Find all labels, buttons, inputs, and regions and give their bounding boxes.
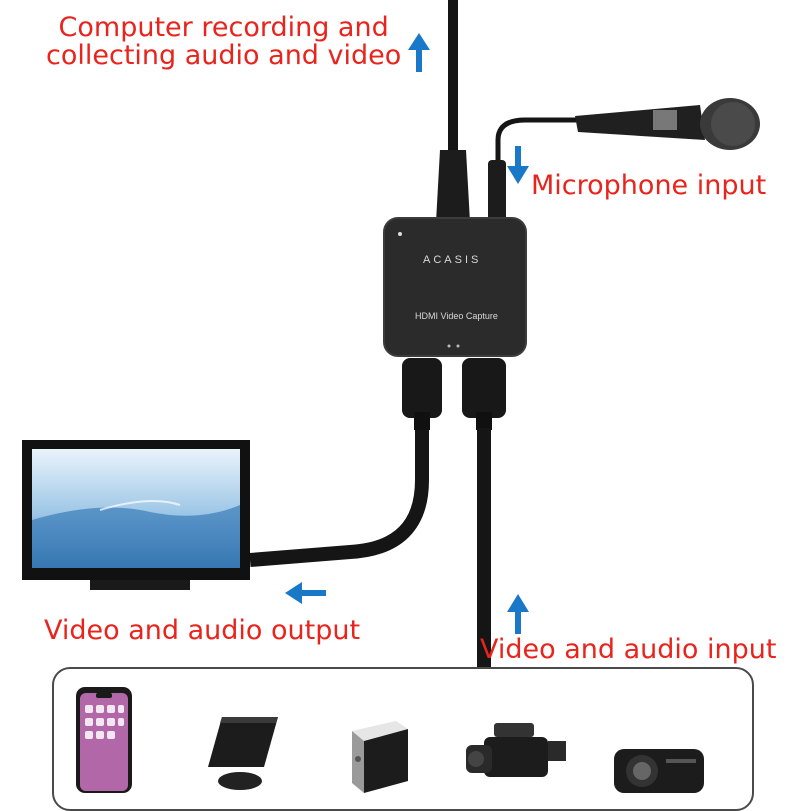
arrow-left-icon — [285, 582, 326, 604]
camcorder-icon — [466, 723, 566, 777]
scene-illustration — [22, 0, 760, 668]
device-brand-logo: ACASIS — [423, 254, 482, 266]
usb-plug — [436, 150, 470, 222]
source-devices-panel — [52, 667, 754, 811]
arrow-down-icon — [507, 146, 529, 184]
hdmi-input-cable — [477, 428, 491, 668]
arrow-up-icon — [507, 594, 529, 634]
usb-cable-to-computer — [448, 0, 458, 160]
microphone-cable — [495, 117, 580, 222]
arrow-up-icon — [408, 33, 430, 72]
tv-icon — [22, 440, 250, 590]
video-output-label: Video and audio output — [44, 615, 361, 646]
audio-jack-plug — [488, 160, 506, 225]
hdmi-out-connector — [402, 358, 442, 430]
device-model-text: HDMI Video Capture — [415, 311, 498, 321]
hdmi-output-cable — [249, 430, 429, 567]
capture-device — [383, 217, 527, 357]
smartphone-icon — [76, 687, 132, 793]
game-console-icon — [208, 717, 278, 790]
computer-recording-label: Computer recording and collecting audio … — [46, 12, 402, 72]
tv-box-icon — [352, 721, 408, 793]
computer-label-line2: collecting audio and video — [46, 40, 402, 72]
video-input-label: Video and audio input — [480, 634, 777, 665]
computer-label-line1: Computer recording and — [58, 12, 389, 43]
microphone-icon — [575, 98, 760, 150]
microphone-input-label: Microphone input — [531, 170, 767, 201]
hdmi-in-connector — [462, 358, 506, 430]
projector-icon — [614, 749, 704, 793]
